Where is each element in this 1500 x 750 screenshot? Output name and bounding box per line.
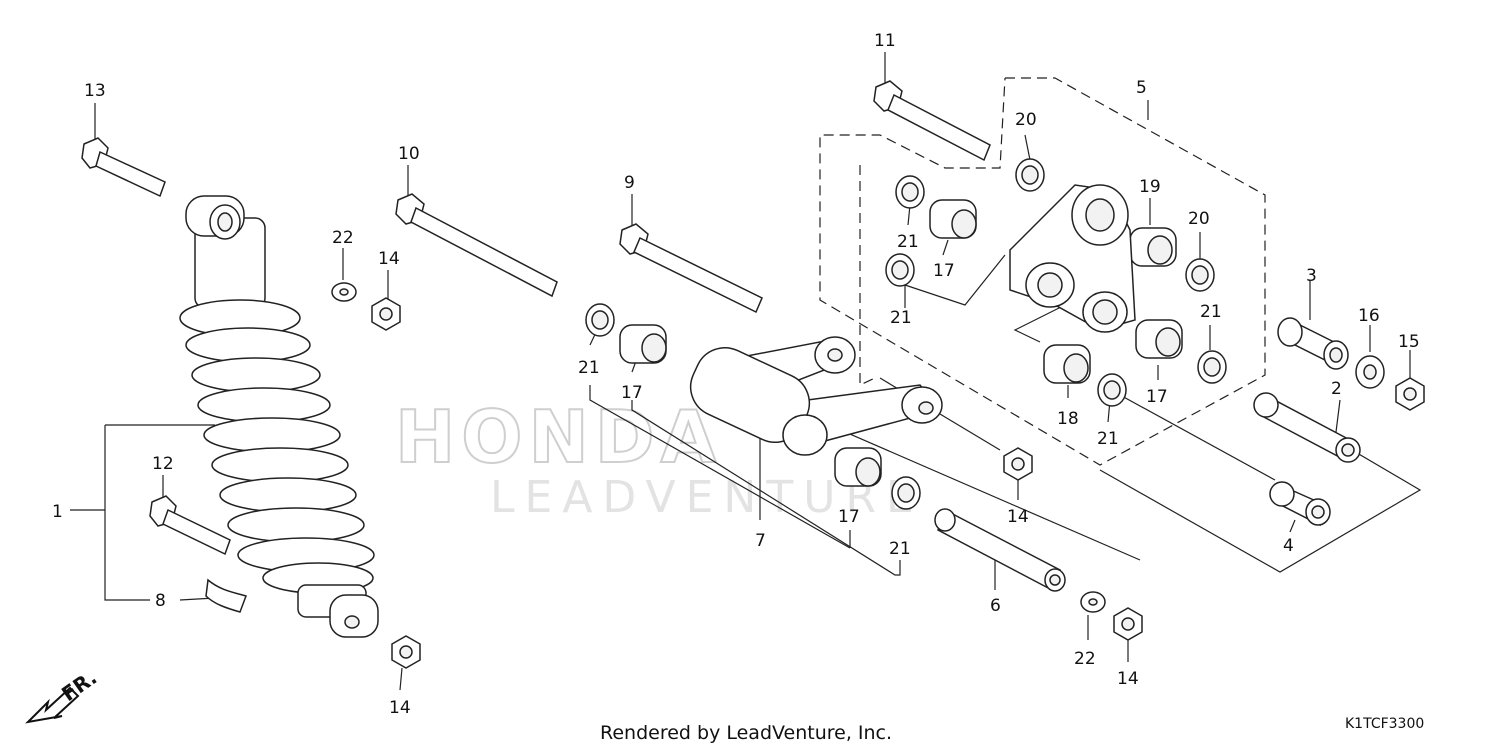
- callout-16: 16: [1358, 306, 1380, 326]
- callout-17: 17: [933, 261, 955, 281]
- collars: [934, 317, 1361, 592]
- callout-9: 9: [624, 173, 635, 193]
- callout-13: 13: [84, 81, 106, 101]
- washer-22-left: [331, 282, 357, 302]
- callout-20: 20: [1188, 209, 1210, 229]
- callout-21: 21: [1097, 429, 1119, 449]
- callout-7: 7: [755, 531, 766, 551]
- leader-lines: [70, 52, 1422, 691]
- bolt-11: [873, 80, 991, 162]
- callout-17: 17: [1146, 387, 1168, 407]
- cushion-arm: [689, 336, 943, 456]
- footer-credit: Rendered by LeadVenture, Inc.: [600, 722, 892, 744]
- bearings: [619, 199, 1183, 487]
- washer-16: [1355, 355, 1385, 389]
- shock-absorber: [179, 195, 379, 638]
- callout-6: 6: [990, 596, 1001, 616]
- callout-8: 8: [155, 591, 166, 611]
- assembly-outlines: [819, 77, 1266, 466]
- callout-20: 20: [1015, 110, 1037, 130]
- bolt-13: [81, 137, 166, 198]
- callout-3: 3: [1306, 266, 1317, 286]
- callout-22: 22: [1074, 649, 1096, 669]
- nut-14-bottom: [391, 635, 421, 669]
- callout-22: 22: [332, 228, 354, 248]
- callout-19: 19: [1139, 177, 1161, 197]
- connecting-rod: [1009, 184, 1136, 333]
- callout-18: 18: [1057, 409, 1079, 429]
- callout-12: 12: [152, 454, 174, 474]
- callout-17: 17: [838, 507, 860, 527]
- callout-5: 5: [1136, 78, 1147, 98]
- watermark-logo: HONDA: [395, 395, 722, 479]
- bolt-10: [395, 193, 558, 298]
- seals: [585, 158, 1227, 510]
- callout-11: 11: [874, 31, 896, 51]
- callout-21: 21: [890, 308, 912, 328]
- callout-15: 15: [1398, 332, 1420, 352]
- nut-14-left: [371, 297, 401, 331]
- callout-21: 21: [578, 358, 600, 378]
- direction-arrow: FR.: [25, 665, 101, 724]
- callout-14: 14: [389, 698, 411, 718]
- callout-21: 21: [1200, 302, 1222, 322]
- washer-22-right: [1080, 591, 1106, 613]
- callout-14: 14: [1117, 669, 1139, 689]
- callout-1: 1: [52, 502, 63, 522]
- callout-14: 14: [1007, 507, 1029, 527]
- callout-21: 21: [897, 232, 919, 252]
- nut-14-right: [1113, 607, 1143, 641]
- callouts: 1 2 3 4 5 6 7 8 9 10 11 12 13 14 14 14 1…: [52, 31, 1420, 718]
- nut-15: [1395, 377, 1425, 411]
- callout-10: 10: [398, 144, 420, 164]
- strap-8: [205, 578, 247, 613]
- nut-14-mid: [1003, 447, 1033, 481]
- callout-2: 2: [1331, 379, 1342, 399]
- callout-14: 14: [378, 249, 400, 269]
- callout-21: 21: [889, 539, 911, 559]
- callout-4: 4: [1283, 536, 1294, 556]
- diagram-code: K1TCF3300: [1345, 716, 1424, 732]
- bolt-9: [619, 223, 763, 314]
- bolt-12: [149, 495, 231, 556]
- callout-17: 17: [621, 383, 643, 403]
